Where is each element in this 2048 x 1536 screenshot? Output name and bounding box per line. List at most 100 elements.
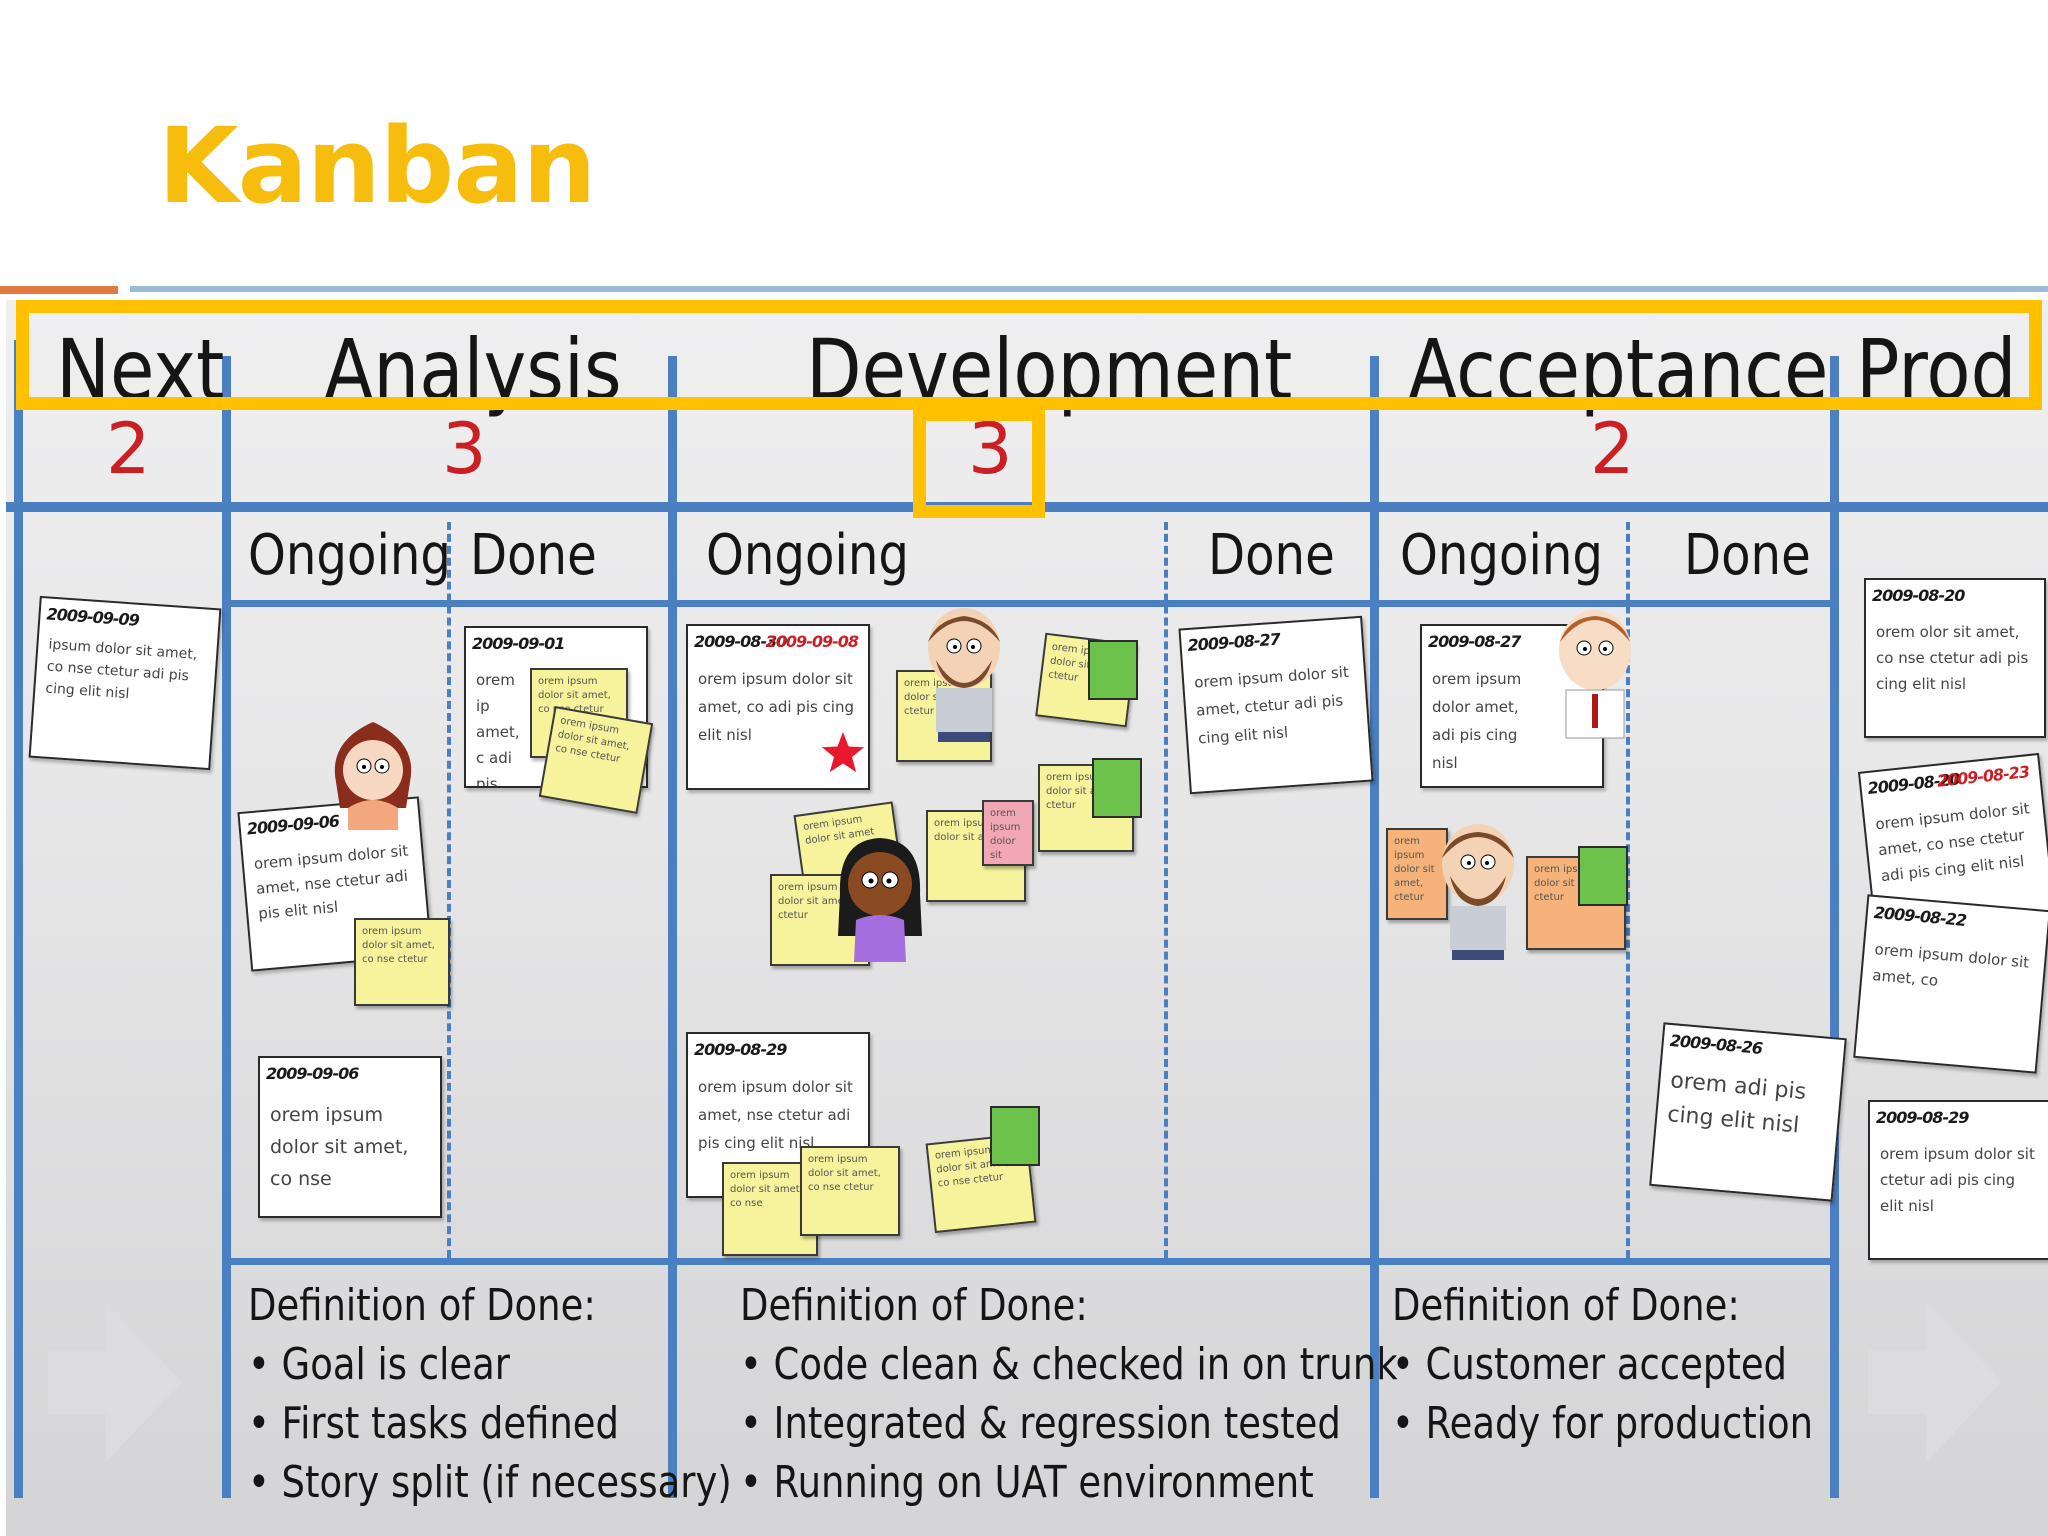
green-marker [990,1106,1040,1166]
team-member-avatar [838,838,922,962]
card-date: 2009-09-06 [266,1064,359,1083]
card-date: 2009-08-27 [1186,629,1281,655]
green-marker [1088,640,1138,700]
definition-of-done-development: Definition of Done: • Code clean & check… [740,1276,1398,1512]
task-card: 2009-08-27 orem ipsum dolor sit amet, ct… [1178,615,1374,795]
card-date: 2009-08-22 [1873,902,1967,930]
sticky-note: orem ipsum dolor sit amet, ctetur [982,800,1034,866]
sticky-note: orem ipsum dolor sit amet, co nse ctetur [800,1146,900,1236]
wip-limit-development: 3 [968,408,1013,490]
dod-item-text: Integrated & regression tested [773,1398,1341,1449]
wip-limit-analysis: 3 [442,408,487,490]
dod-item: • Ready for production [1392,1398,1814,1449]
accent-bar-blue [130,286,2048,292]
subheader-line-development [673,600,1375,607]
dod-item-text: Running on UAT environment [773,1457,1314,1508]
card-due-date: 2009-08-23 [1935,762,2030,791]
dashed-divider-analysis [447,522,451,1258]
dod-heading: Definition of Done: [740,1280,1088,1331]
subheader-development-ongoing: Ongoing [706,523,909,588]
subheader-analysis-ongoing: Ongoing [248,523,451,588]
dod-heading: Definition of Done: [248,1280,596,1331]
card-text: orem ip amet, c adi pis [476,671,520,788]
task-card: 2009-08-22 orem ipsum dolor sit amet, co [1853,894,2048,1074]
card-date: 2009-08-20 [1872,586,1965,605]
task-card: 2009-09-06 orem ipsum dolor sit amet, co… [258,1056,442,1218]
team-member-avatar [1559,610,1631,739]
divider-development-acceptance [1370,356,1379,1498]
task-card: 2009-08-30 2009-09-08 orem ipsum dolor s… [686,624,870,790]
card-text: orem ipsum dolor sit amet, co [1871,940,2030,990]
dod-heading: Definition of Done: [1392,1280,1740,1331]
dod-item: • Goal is clear [248,1339,510,1390]
dod-item: • Code clean & checked in on trunk [740,1339,1398,1390]
wip-limit-next: 2 [106,408,151,490]
definition-of-done-analysis: Definition of Done: • Goal is clear • Fi… [248,1276,732,1512]
card-text: orem ipsum dolor sit amet, ctetur adi pi… [1193,662,1350,748]
card-date: 2009-08-26 [1669,1030,1763,1058]
definition-of-done-acceptance: Definition of Done: • Customer accepted … [1392,1276,1813,1453]
team-member-avatar [334,722,412,830]
dod-item-text: Customer accepted [1425,1339,1788,1390]
card-text: orem ipsum dolor sit ctetur adi pis cing… [1880,1145,2035,1215]
subheader-acceptance-done: Done [1684,523,1811,588]
divider-acceptance-prod [1830,356,1839,1498]
card-text: orem ipsum dolor sit amet, nse ctetur ad… [253,841,410,923]
card-due-date: 2009-09-08 [765,632,859,651]
dod-item: • Integrated & regression tested [740,1398,1341,1449]
green-marker [1092,758,1142,818]
card-text: orem adi pis cing elit nisl [1666,1068,1808,1139]
card-date: 2009-09-01 [472,634,565,653]
divider-analysis-development [668,356,677,1498]
dashed-divider-acceptance [1626,522,1630,1258]
card-text: ipsum dolor sit amet, co nse ctetur adi … [44,636,198,703]
wip-limit-acceptance: 2 [1590,408,1635,490]
flow-arrow-icon [1868,1302,2002,1462]
card-date: 2009-08-29 [694,1040,787,1059]
divider-next-analysis [222,356,231,1498]
sticky-note: orem ipsum dolor sit amet, co nse ctetur [538,706,654,814]
subheader-line-acceptance [1375,600,1835,607]
card-text: orem ipsum dolor sit amet, co nse [270,1104,409,1190]
card-date: 2009-09-09 [45,604,140,630]
task-card: 2009-09-09 ipsum dolor sit amet, co nse … [28,595,222,771]
card-date: 2009-08-27 [1428,632,1521,651]
card-text: orem ipsum dolor sit amet, co adi pis ci… [698,670,855,744]
dod-line-acceptance [1375,1258,1835,1265]
card-text: orem ipsum dolor sit amet, co nse ctetur… [1874,799,2031,886]
highlight-wip-box [913,408,1045,518]
card-date: 2009-08-29 [1876,1108,1969,1127]
task-card: 2009-08-29 orem ipsum dolor sit ctetur a… [1868,1100,2048,1260]
subheader-development-done: Done [1208,523,1335,588]
task-card: 2009-08-26 orem adi pis cing elit nisl [1649,1022,1847,1202]
task-card: 2009-08-20 orem olor sit amet, co nse ct… [1864,578,2046,738]
dod-item: • Customer accepted [1392,1339,1788,1390]
dod-line-development [673,1258,1375,1265]
flow-arrow-icon [48,1302,182,1462]
dod-item-text: Story split (if necessary) [281,1457,732,1508]
card-text: orem ipsum dolor amet, adi pis cing nisl [1432,670,1522,772]
team-member-avatar [1442,824,1514,960]
card-text: orem ipsum dolor sit amet, nse ctetur ad… [698,1078,853,1152]
card-text: orem olor sit amet, co nse ctetur adi pi… [1876,623,2029,693]
slide-title: Kanban [158,105,596,227]
dod-item: • First tasks defined [248,1398,620,1449]
dod-item-text: Ready for production [1425,1398,1814,1449]
star-icon [821,731,865,773]
dod-item-text: First tasks defined [281,1398,620,1449]
sticky-note: orem ipsum dolor sit amet, co nse ctetur [354,918,450,1006]
green-marker [1578,846,1628,906]
dod-line-analysis [227,1258,673,1265]
left-border-line [14,340,23,1498]
card-date: 2009-08-30 [694,632,787,651]
dod-item-text: Goal is clear [281,1339,510,1390]
highlight-header-box [16,300,2042,410]
subheader-acceptance-ongoing: Ongoing [1400,523,1603,588]
accent-bar-orange [0,286,118,294]
team-member-avatar [928,608,1000,742]
dashed-divider-development [1164,522,1168,1258]
sticky-note: orem ipsum dolor sit amet, ctetur [1386,828,1448,920]
dod-item: • Story split (if necessary) [248,1457,732,1508]
subheader-analysis-done: Done [470,523,597,588]
dod-item-text: Code clean & checked in on trunk [773,1339,1398,1390]
